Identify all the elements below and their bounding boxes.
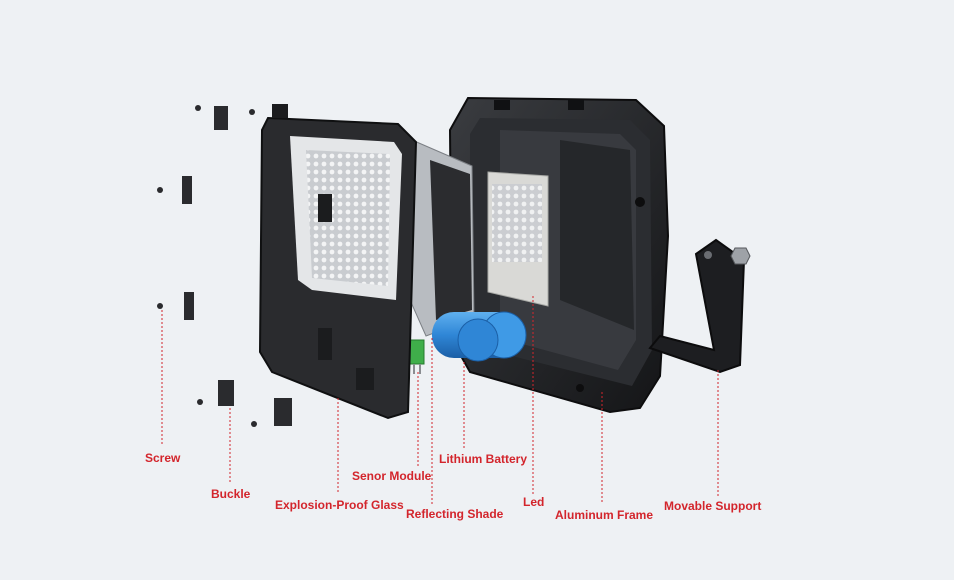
reflecting-shade-part — [409, 139, 475, 337]
callout-lithium-battery: Lithium Battery — [439, 452, 528, 466]
callout-reflecting-shade: Reflecting Shade — [406, 507, 504, 521]
aluminum-frame-part — [448, 96, 670, 414]
callout-aluminum-frame: Aluminum Frame — [555, 508, 654, 522]
led-board-part — [487, 171, 549, 307]
senor-module-part — [409, 339, 425, 374]
callout-buckle: Buckle — [211, 487, 251, 501]
callout-led: Led — [523, 495, 545, 509]
callout-screw: Screw — [145, 451, 181, 465]
lithium-battery-part — [432, 311, 527, 362]
callout-senor-module: Senor Module — [352, 469, 432, 483]
leader-lines — [161, 296, 719, 504]
movable-support-part — [648, 238, 751, 374]
screws-and-buckles — [157, 105, 292, 427]
callout-explosion-proof-glass: Explosion-Proof Glass — [275, 498, 404, 512]
callout-movable-support: Movable Support — [664, 499, 762, 513]
explosion-proof-glass-part — [258, 104, 418, 420]
